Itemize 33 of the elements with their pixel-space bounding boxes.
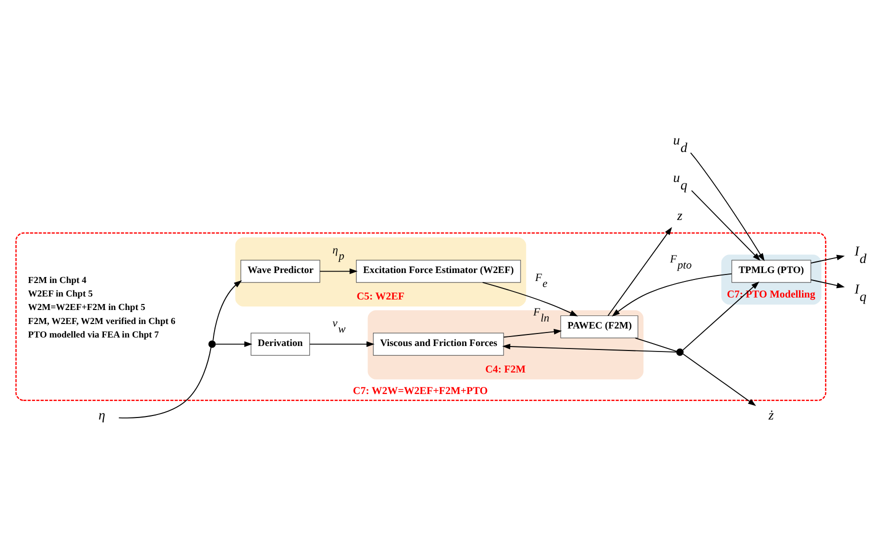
arrow [319,268,358,274]
connector [118,347,212,418]
label: W2EF in Chpt 5 [28,290,93,300]
arrow [682,282,760,351]
arrow [690,152,765,262]
arrow [691,190,761,261]
arrow [810,254,845,264]
arrow [608,226,672,316]
node-circle [208,340,216,348]
node-box: TPMLG (PTO) [731,260,812,283]
node-box: Derivation [250,332,310,356]
arrow [309,341,375,347]
connector [634,338,677,352]
arrow [212,280,242,342]
arrow [682,353,756,406]
arrow [612,273,732,316]
arrow [502,344,677,353]
label: W2M=W2EF+F2M in Chpt 5 [28,303,146,314]
label: F2M, W2EF, W2M verified in Chpt 6 [28,316,176,327]
arrow [215,341,252,347]
node-box: Excitation Force Estimator (W2EF) [356,260,521,283]
arrow [503,328,562,338]
arrow [482,282,578,316]
node-box: PAWEC (F2M) [560,315,638,338]
label: F2M in Chpt 4 [28,276,86,286]
node-circle [676,348,684,356]
arrow [810,279,845,288]
node-text: ż [768,407,774,422]
node-text: η [98,407,106,422]
node-text: z [677,208,682,223]
node-box: Viscous and Friction Forces [372,332,504,356]
label: PTO modelled via FEA in Chpt 7 [28,330,159,340]
node-box: Wave Predictor [240,260,320,283]
